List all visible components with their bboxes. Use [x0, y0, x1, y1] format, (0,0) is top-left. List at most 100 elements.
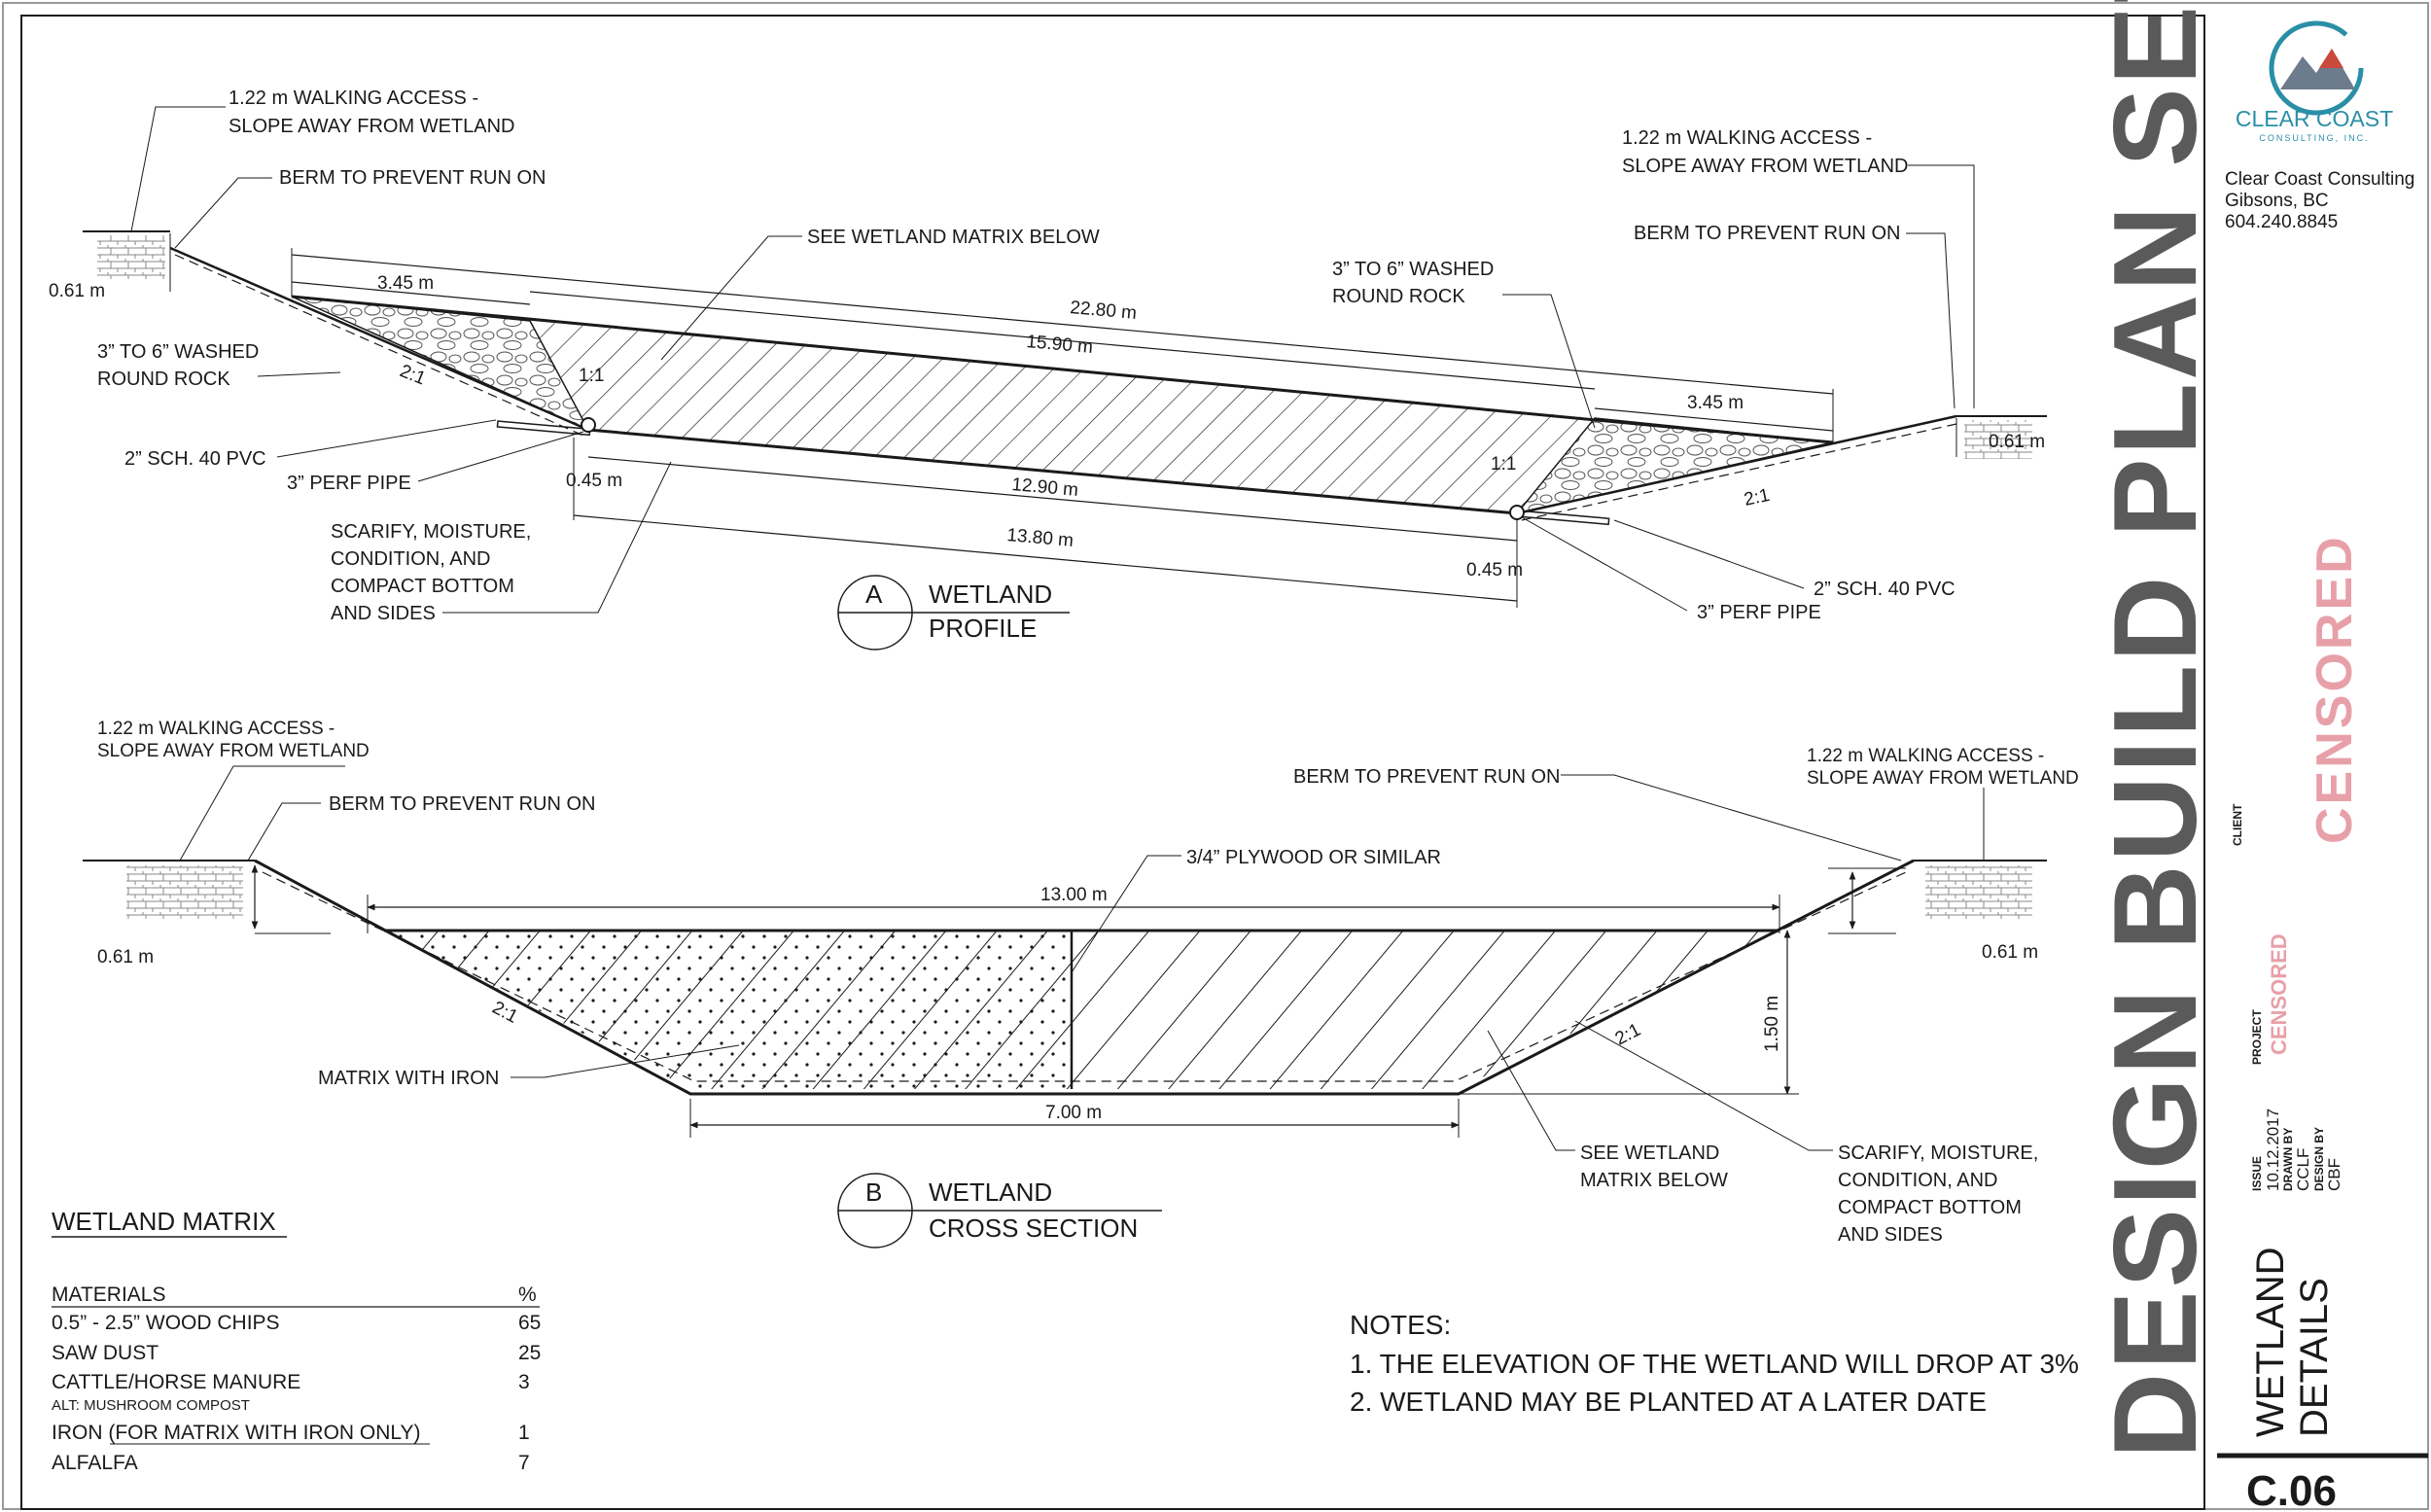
profile-dim-pipe-right: 0.45 m: [1466, 560, 1523, 580]
profile-right-slope: [1516, 414, 1957, 515]
profile-walk-left-2: SLOPE AWAY FROM WETLAND: [229, 116, 515, 137]
leader-berm-right: [1906, 232, 1955, 409]
profile-see-matrix: SEE WETLAND MATRIX BELOW: [807, 227, 1100, 248]
profile-pvc-right: 2” SCH. 40 PVC: [1814, 579, 1955, 600]
section-scarify-4: AND SIDES: [1838, 1224, 1943, 1246]
profile-scarify-3: COMPACT BOTTOM: [331, 576, 514, 597]
section-tag: B: [865, 1178, 882, 1207]
section-walk-left-1: 1.22 m WALKING ACCESS -: [97, 719, 335, 739]
dim-15-90-line: [529, 291, 1596, 390]
profile-dim-bottom-outer: 13.80 m: [1006, 525, 1075, 551]
profile-left-slope: [169, 246, 589, 432]
sec-leader-iron: [511, 1044, 740, 1078]
profile-dim-bottom-inner: 12.90 m: [1011, 475, 1079, 501]
profile-tag: A: [865, 580, 883, 609]
section-soil-right: [1925, 865, 2032, 919]
dim-3-45-left-line: [291, 281, 531, 305]
matrix-row-material-alt: ALT: MUSHROOM COMPOST: [52, 1397, 250, 1414]
profile-dim-total: 22.80 m: [1070, 298, 1138, 324]
drawing-title-2: DETAILS: [2293, 1278, 2336, 1437]
profile-perf-pipe-left: [581, 417, 596, 433]
sec-leader-berm-left: [247, 802, 321, 861]
logo-peak: [2319, 49, 2343, 68]
logo: CLEAR COAST CONSULTING, INC.: [2236, 20, 2393, 143]
sheet-number: C.06: [2246, 1467, 2337, 1512]
section-berm-left: BERM TO PREVENT RUN ON: [329, 793, 596, 815]
profile-soil-right: [1964, 420, 2032, 459]
section-dim-berm-right: 0.61 m: [1982, 942, 2038, 963]
matrix-row-material: ALFALFA: [52, 1452, 138, 1474]
profile-walk-right-2: SLOPE AWAY FROM WETLAND: [1622, 156, 1909, 177]
profile-rock-left-2: ROUND ROCK: [97, 369, 230, 390]
profile-scarify-1: SCARIFY, MOISTURE,: [331, 521, 531, 543]
drawn-by-label: DRAWN BY: [2281, 1128, 2295, 1191]
leader-pvc-right: [1613, 519, 1805, 589]
section-title-1: WETLAND: [929, 1178, 1052, 1207]
section-matrix-hatch: [1072, 931, 1779, 1089]
client-value: CENSORED: [2307, 534, 2363, 844]
section-walk-right-1: 1.22 m WALKING ACCESS -: [1807, 746, 2044, 766]
section-excavation-dash: [262, 871, 1907, 1082]
sec-leader-walk-left: [179, 765, 345, 861]
profile-berm-right: BERM TO PREVENT RUN ON: [1634, 223, 1901, 244]
section-berm-right: BERM TO PREVENT RUN ON: [1293, 766, 1561, 788]
issue-label: ISSUE: [2250, 1156, 2264, 1191]
leader-rock-right: [1502, 294, 1596, 429]
design-by-label: DESIGN BY: [2312, 1127, 2326, 1191]
project-label: PROJECT: [2250, 1009, 2264, 1065]
section-dim-depth: 1.50 m: [1762, 996, 1782, 1052]
profile-rock-right-2: ROUND ROCK: [1332, 286, 1465, 307]
profile-top-line: [291, 295, 1834, 444]
section-excavation: [254, 859, 1915, 1096]
client-label: CLIENT: [2231, 803, 2244, 846]
section-walk-left-2: SLOPE AWAY FROM WETLAND: [97, 741, 370, 761]
section-soil-left: [126, 865, 243, 919]
leader-perf-right: [1521, 516, 1688, 612]
profile-title-1: WETLAND: [929, 580, 1052, 609]
leader-see-matrix: [660, 235, 802, 361]
title-block: DESIGN BUILD PLAN SET CLEAR COAST CONSUL…: [2089, 0, 2428, 1512]
notes-block: NOTES: 1. THE ELEVATION OF THE WETLAND W…: [1350, 1310, 2079, 1417]
leader-perf-left: [417, 431, 584, 482]
profile-pvc-left: 2” SCH. 40 PVC: [124, 448, 266, 470]
company-city: Gibsons, BC: [2225, 191, 2329, 211]
section-dim-top-width: 13.00 m: [1040, 885, 1108, 905]
matrix-header-material: MATERIALS: [52, 1283, 165, 1306]
profile-dim-berm-left: 0.61 m: [49, 281, 105, 301]
profile-walk-right-1: 1.22 m WALKING ACCESS -: [1622, 127, 1872, 149]
section-see-matrix-2: MATRIX BELOW: [1580, 1170, 1728, 1191]
profile-perf-right: 3” PERF PIPE: [1697, 602, 1821, 623]
profile-dim-pipe-left: 0.45 m: [566, 471, 622, 491]
dim-3-45-right-line: [1594, 407, 1834, 432]
section-plywood: 3/4” PLYWOOD OR SIMILAR: [1186, 847, 1441, 868]
profile-berm-left: BERM TO PREVENT RUN ON: [279, 167, 546, 189]
profile-dim-rock-right: 3.45 m: [1687, 393, 1744, 413]
leader-rock-left: [257, 371, 341, 377]
matrix-row-pct: 25: [518, 1342, 541, 1364]
matrix-header-pct: %: [518, 1283, 537, 1306]
dim-12-90-line: [587, 456, 1518, 542]
sec-leader-scarify: [1574, 1020, 1833, 1151]
matrix-row-material: CATTLE/HORSE MANURE: [52, 1371, 300, 1393]
matrix-row-pct: 1: [518, 1422, 530, 1444]
profile-title-2: PROFILE: [929, 614, 1037, 643]
profile-dim-rock-left: 3.45 m: [377, 273, 434, 294]
section-scarify-3: COMPACT BOTTOM: [1838, 1197, 2022, 1218]
section-iron-hatch: [384, 931, 1072, 1089]
dim-13-80-line: [573, 514, 1518, 602]
matrix-row-material: 0.5” - 2.5” WOOD CHIPS: [52, 1312, 280, 1334]
matrix-row-pct: 3: [518, 1371, 530, 1393]
matrix-row-pct: 7: [518, 1452, 530, 1474]
profile-scarify-4: AND SIDES: [331, 603, 436, 624]
profile-rock-slope-right: 1:1: [1491, 454, 1516, 475]
logo-text: CLEAR COAST: [2236, 106, 2393, 131]
note-item: 1. THE ELEVATION OF THE WETLAND WILL DRO…: [1350, 1349, 2079, 1379]
sec-leader-plywood: [1071, 855, 1181, 973]
matrix-row-material: IRON (FOR MATRIX WITH IRON ONLY): [52, 1422, 421, 1444]
profile-bottom-line: [587, 428, 1518, 515]
profile-left-slope-dash: [174, 254, 584, 437]
section-walk-right-2: SLOPE AWAY FROM WETLAND: [1807, 768, 2079, 789]
leader-scarify-left: [442, 461, 672, 614]
sheet-title: DESIGN BUILD PLAN SET: [2089, 0, 2221, 1459]
